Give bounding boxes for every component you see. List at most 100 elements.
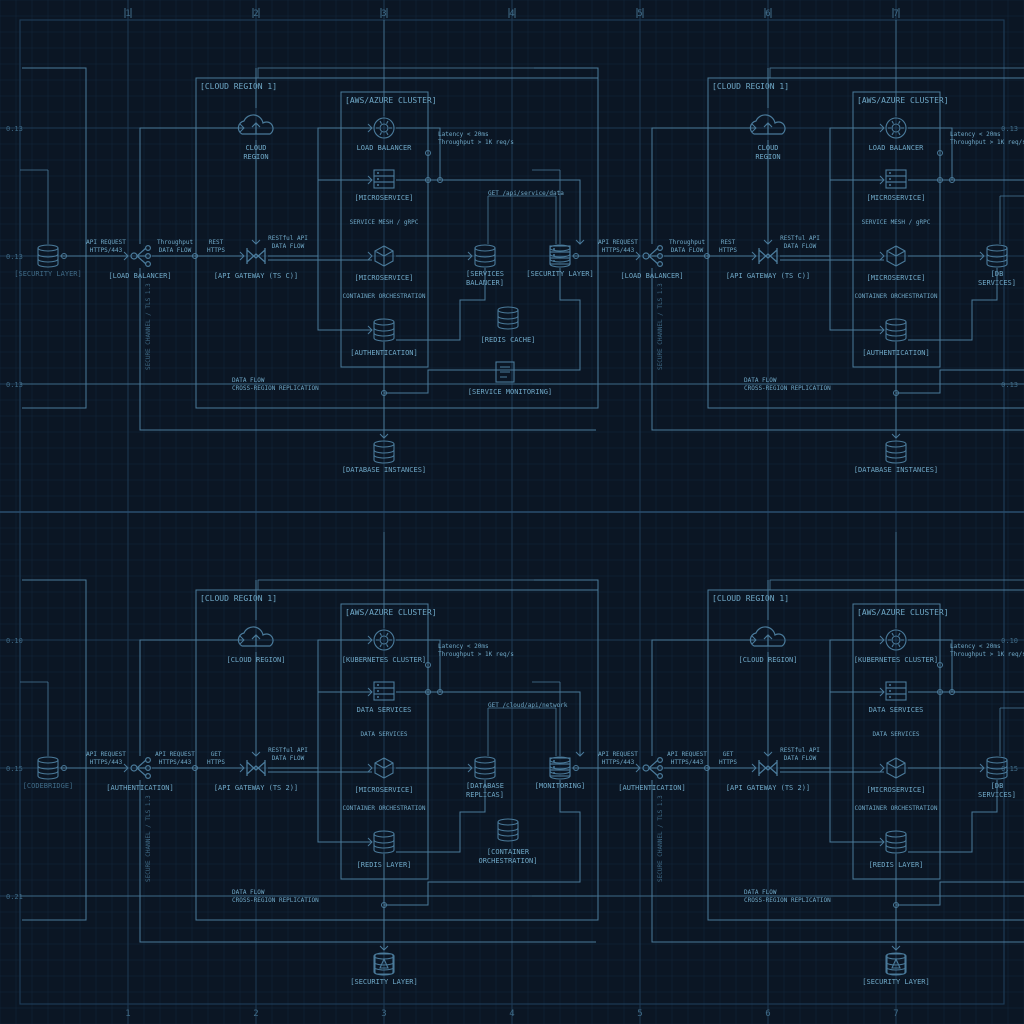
cluster-node-3-label: [MICROSERVICE] — [354, 274, 413, 282]
region-label: [CLOUD REGION 1] — [200, 594, 277, 603]
ruler-right-label: 0.15 — [1001, 765, 1018, 773]
cloud-icon — [237, 626, 274, 647]
cluster-node-2-label: [MICROSERVICE] — [866, 194, 925, 202]
connector — [651, 268, 1024, 431]
note-lb-out-line: Throughput — [157, 239, 194, 246]
database-icon — [373, 830, 395, 854]
note-flow-get: GET /api/service/data — [488, 190, 564, 197]
ruler-top-label: 7 — [893, 9, 898, 19]
monitoring-label: [SERVICE MONITORING] — [468, 388, 552, 396]
cluster-node-3-label: [MICROSERVICE] — [866, 786, 925, 794]
middle-cache-label-line: ORCHESTRATION] — [478, 857, 537, 865]
ruler-bottom-label: 7 — [893, 1009, 898, 1019]
database-icon — [549, 244, 571, 268]
ruler-top-label: 1 — [125, 9, 130, 19]
region-label: [CLOUD REGION 1] — [712, 594, 789, 603]
database-icon — [885, 318, 907, 342]
server-icon — [885, 169, 907, 189]
junction-dot-icon — [704, 765, 710, 771]
connector — [896, 881, 1024, 906]
monitor-icon — [495, 361, 515, 383]
ruler-left-label: 0.15 — [6, 765, 23, 773]
connector — [651, 780, 1024, 943]
database-icon — [986, 244, 1008, 268]
bottom-node-label: [SECURITY LAYER] — [862, 978, 929, 986]
api-gateway-label: [API GATEWAY (TS C)] — [726, 272, 810, 280]
arrow-head-icon — [763, 239, 773, 245]
junction-dot-icon — [937, 177, 943, 183]
middle-cache-label-line: [CONTAINER — [487, 848, 530, 856]
left-frame — [534, 67, 599, 409]
junction-dot-icon — [893, 902, 899, 908]
junction-dot-icon — [937, 689, 943, 695]
arrow-head-icon — [367, 837, 373, 847]
ruler-bottom-label: 1 — [125, 1009, 130, 1019]
note-cluster-low: CONTAINER ORCHESTRATION — [342, 805, 425, 812]
arrow-head-icon — [575, 239, 585, 245]
ruler-top-label: 2 — [253, 9, 258, 19]
left-node-label: [CODEBRIDGE] — [23, 782, 74, 790]
note-bottom-line: CROSS-REGION REPLICATION — [744, 897, 831, 904]
server-icon — [373, 681, 395, 701]
arrow-head-icon — [367, 687, 373, 697]
junction-dot-icon — [425, 150, 431, 156]
connector — [440, 179, 581, 244]
ruler-bottom-label: 5 — [637, 1009, 642, 1019]
top-bus — [769, 579, 1024, 591]
note-cluster-top-line: Throughput > 1K req/s — [950, 139, 1024, 146]
database-icon — [549, 756, 571, 780]
note-gw-out-line: DATA FLOW — [272, 755, 305, 762]
shield-icon — [374, 953, 394, 975]
arrow-head-icon — [239, 763, 245, 773]
database-icon — [497, 306, 519, 330]
junction-dot-icon — [61, 765, 67, 771]
bottom-node-label: [DATABASE INSTANCES] — [854, 466, 938, 474]
arrow-head-icon — [467, 251, 473, 261]
api-gateway-icon — [758, 248, 778, 264]
connector — [829, 768, 884, 843]
connector — [139, 639, 244, 756]
cluster-label: [AWS/AZURE CLUSTER] — [857, 608, 949, 617]
arrow-head-icon — [635, 251, 641, 261]
note-vertical-text: SECURE CHANNEL / TLS 1.3 — [657, 283, 664, 370]
note-gw-out-line: RESTful API — [780, 235, 820, 242]
ruler-bottom-label: 7 — [893, 1009, 898, 1019]
cluster-label: [AWS/AZURE CLUSTER] — [857, 96, 949, 105]
ruler-top-label: 4 — [509, 9, 514, 19]
ruler-left-label: 0.13 — [6, 253, 23, 261]
note-gw-out-line: DATA FLOW — [784, 243, 817, 250]
database-icon — [373, 440, 395, 464]
connector — [384, 780, 581, 906]
connector — [396, 127, 441, 181]
ruler-bottom-label: 3 — [381, 1009, 386, 1019]
note-cluster-mid: DATA SERVICES — [873, 731, 920, 738]
ruler-top-label: 5 — [637, 9, 642, 19]
note-gw-in-line: HTTPS — [207, 759, 225, 766]
shield-icon — [886, 953, 906, 975]
note-lb-out-line: DATA FLOW — [159, 247, 192, 254]
connector — [952, 179, 1024, 181]
connector — [384, 268, 581, 394]
connector — [268, 127, 372, 257]
ruler-top-label: 6 — [765, 9, 770, 19]
note-cluster-mid: SERVICE MESH / gRPC — [862, 219, 931, 226]
junction-dot-icon — [381, 390, 387, 396]
note-lb-in-line: HTTPS/443 — [90, 759, 123, 766]
database-icon — [885, 440, 907, 464]
arrow-head-icon — [123, 251, 129, 261]
arrow-head-icon — [879, 635, 885, 645]
arrow-head-icon — [379, 945, 389, 951]
note-lb-in-line: HTTPS/443 — [602, 759, 635, 766]
note-gw-out-line: RESTful API — [268, 747, 308, 754]
database-icon — [885, 830, 907, 854]
ruler-right-label: 0.10 — [1001, 637, 1018, 645]
server-icon — [885, 681, 907, 701]
database-icon — [474, 756, 496, 780]
